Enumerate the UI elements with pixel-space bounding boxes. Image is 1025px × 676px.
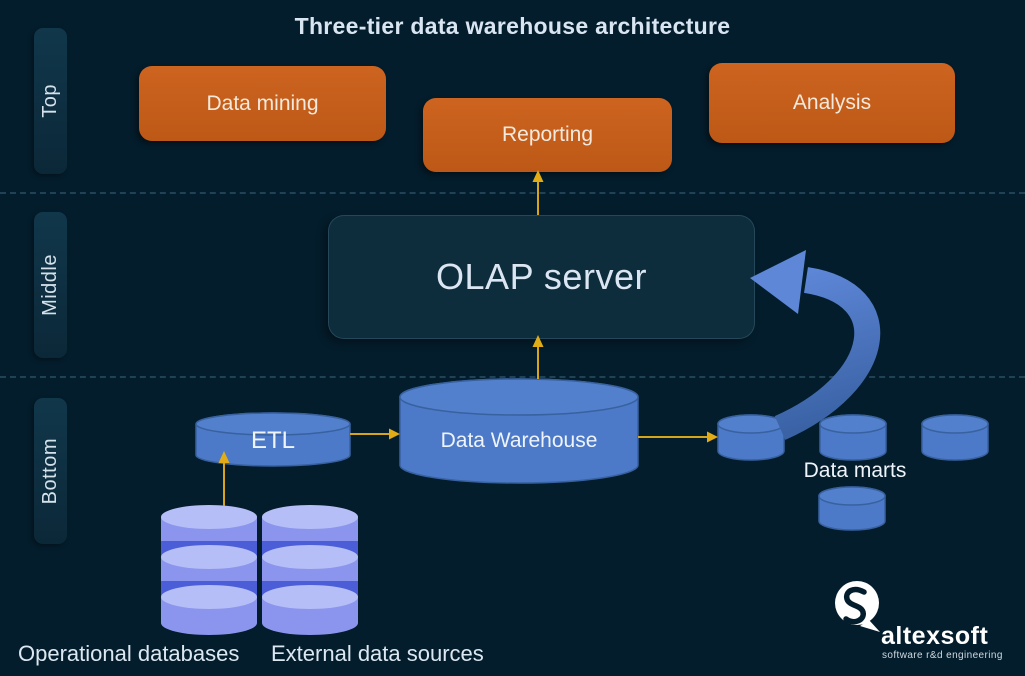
tier-pill-top: Top — [34, 28, 67, 174]
external-data-sources-label: External data sources — [271, 641, 484, 666]
tier-label-middle: Middle — [39, 254, 61, 316]
external-data-sources-stack — [262, 505, 358, 635]
tier-label-bottom: Bottom — [39, 437, 61, 505]
node-data-mining: Data mining — [139, 66, 386, 141]
altexsoft-logo-name: altexsoft — [881, 622, 989, 650]
arrow-warehouse-to-marts — [638, 431, 718, 443]
data-mart-cylinder-1 — [717, 414, 785, 461]
node-reporting-label: Reporting — [501, 123, 594, 146]
node-olap-server: OLAP server — [328, 215, 755, 339]
data-mart-cylinder-2 — [819, 414, 887, 461]
data-warehouse-label: Data Warehouse — [440, 429, 598, 452]
arrow-warehouse-to-olap — [532, 335, 544, 379]
tier-separator-top-middle — [0, 192, 1025, 194]
node-data-mining-label: Data mining — [206, 91, 319, 115]
tier-label-top: Top — [39, 84, 61, 118]
data-mart-cylinder-3 — [921, 414, 989, 461]
arrow-databases-to-etl — [218, 451, 230, 506]
altexsoft-logo-icon — [835, 581, 880, 632]
node-analysis: Analysis — [709, 63, 955, 143]
node-analysis-label: Analysis — [792, 91, 872, 114]
arrow-marts-to-olap-curved — [750, 250, 881, 440]
operational-databases-stack — [161, 505, 257, 635]
arrow-etl-to-warehouse — [350, 428, 400, 440]
operational-databases-label: Operational databases — [18, 641, 240, 666]
tier-separator-middle-bottom — [0, 376, 1025, 378]
etl-label: ETL — [250, 427, 295, 454]
data-marts-label: Data marts — [803, 459, 907, 482]
node-reporting: Reporting — [423, 98, 672, 172]
tier-pill-middle: Middle — [34, 212, 67, 358]
data-mart-cylinder-4 — [818, 486, 886, 531]
altexsoft-logo-tagline: software r&d engineering — [882, 650, 1003, 661]
tier-pill-bottom: Bottom — [34, 398, 67, 544]
node-olap-server-label: OLAP server — [436, 256, 647, 297]
page-title: Three-tier data warehouse architecture — [294, 13, 731, 39]
